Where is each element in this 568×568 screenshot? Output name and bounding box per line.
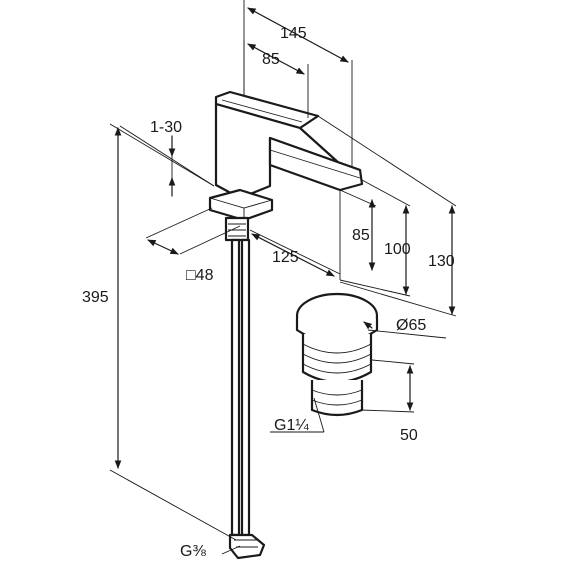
base-plate: [208, 188, 274, 222]
faucet-body: [208, 90, 364, 560]
dimension-lines: [109, 0, 457, 555]
label-145: 145: [280, 25, 307, 42]
label-85-vertical: 85: [352, 227, 370, 244]
dimension-labels: 145 85 1-30 □48 125 85 100 130 395 Ø65 G…: [82, 25, 455, 560]
hose-right: [240, 238, 251, 537]
label-130: 130: [428, 253, 455, 270]
label-100: 100: [384, 241, 411, 258]
label-395: 395: [82, 289, 109, 306]
label-85-top: 85: [262, 51, 280, 68]
label-50: 50: [400, 427, 418, 444]
label-125: 125: [272, 249, 299, 266]
hose-end-fitting: [228, 533, 266, 560]
hose-left: [230, 238, 241, 537]
label-square-48: □48: [186, 267, 214, 284]
label-hose-thread: G⅜: [180, 543, 206, 560]
label-waste-diameter: Ø65: [396, 317, 426, 334]
waste-pop-up: [295, 292, 379, 417]
label-waste-thread: G1¼: [274, 417, 309, 434]
label-1-30: 1-30: [150, 119, 182, 136]
mounting-shank: [224, 216, 250, 242]
